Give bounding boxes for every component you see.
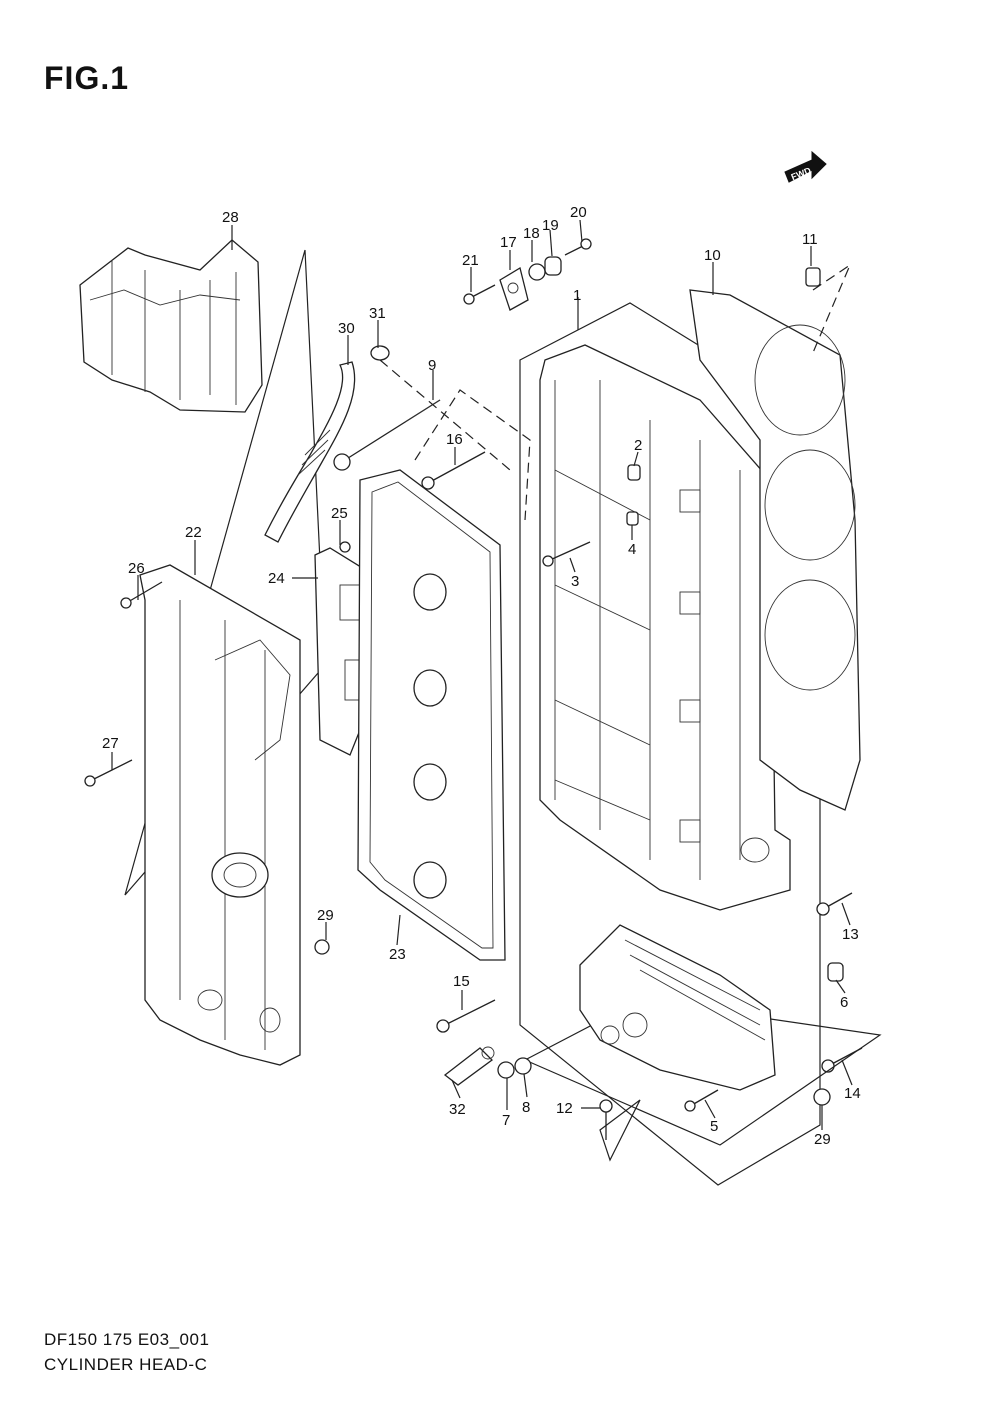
callout-22: 22 [185,524,202,541]
callout-24: 24 [268,570,285,587]
part-4-dowel [626,511,639,526]
part-10-head-gasket [689,289,861,811]
part-18-o-ring [528,263,546,281]
callout-15: 15 [453,973,470,990]
callout-21: 21 [462,252,479,269]
part-16-bolt [421,451,486,490]
part-11-dowel [805,267,821,287]
callout-29-right: 29 [814,1131,831,1148]
part-28-cover [79,239,263,413]
part-17-bracket [499,266,529,311]
section-name: CYLINDER HEAD-C [44,1355,208,1374]
part-31-clamp [370,345,390,361]
callout-19: 19 [542,217,559,234]
part-25-bolt [339,541,351,553]
part-2-dowel [627,464,641,481]
part-22-side-cover [139,564,301,1066]
callout-25: 25 [331,505,348,522]
callout-labels: 1 2 3 4 5 6 7 8 9 10 11 12 13 14 15 16 1… [102,204,861,1148]
part-13-bolt [816,892,853,916]
callout-11: 11 [802,231,818,248]
part-6-dowel [827,962,844,982]
callout-14: 14 [844,1085,861,1102]
callout-6: 6 [840,994,848,1011]
callout-1: 1 [573,287,581,304]
callout-18: 18 [523,225,540,242]
callout-3: 3 [571,573,579,590]
part-21-bolt [463,284,496,305]
callout-23: 23 [389,946,406,963]
part-lower-housing [579,924,776,1091]
part-30-hose [264,361,356,543]
assembly-box-1 [519,302,821,1186]
callout-17: 17 [500,234,517,251]
part-7-washer [497,1061,515,1079]
callout-10: 10 [704,247,721,264]
part-5-bolt [684,1089,719,1112]
fwd-label: FWD [790,165,813,182]
callout-8: 8 [522,1099,530,1116]
part-20-bolt [564,238,592,256]
part-23-gasket [357,469,506,961]
figure-title: FIG.1 [44,60,130,96]
callout-5: 5 [710,1118,718,1135]
part-9-bolt [333,399,441,471]
part-32-sensor [443,1046,495,1086]
callout-29-left: 29 [317,907,334,924]
part-3-bolt [542,541,591,567]
part-1-cylinder-head [539,344,791,911]
part-26-bolt [120,581,163,609]
model-code: DF150 175 E03_001 [44,1330,210,1349]
callout-7: 7 [502,1112,510,1129]
part-8-o-ring [514,1057,532,1075]
callout-28: 28 [222,209,239,226]
part-12-bolt [599,1099,613,1140]
callout-32: 32 [449,1101,466,1118]
part-29-plug-right [813,1088,831,1106]
callout-30: 30 [338,320,355,337]
callout-20: 20 [570,204,587,221]
leader-lines [111,219,853,1130]
callout-26: 26 [128,560,145,577]
callout-9: 9 [428,357,436,374]
callout-2: 2 [634,437,642,454]
callout-4: 4 [628,541,636,558]
part-29-plug-left [314,939,330,955]
callout-16: 16 [446,431,463,448]
callout-12: 12 [556,1100,573,1117]
callout-13: 13 [842,926,859,943]
callout-31: 31 [369,305,386,322]
callout-27: 27 [102,735,119,752]
fwd-arrow-icon: FWD [784,150,827,183]
part-27-bolt [84,759,133,787]
part-15-bolt [436,999,496,1033]
part-19-cap [544,256,562,276]
